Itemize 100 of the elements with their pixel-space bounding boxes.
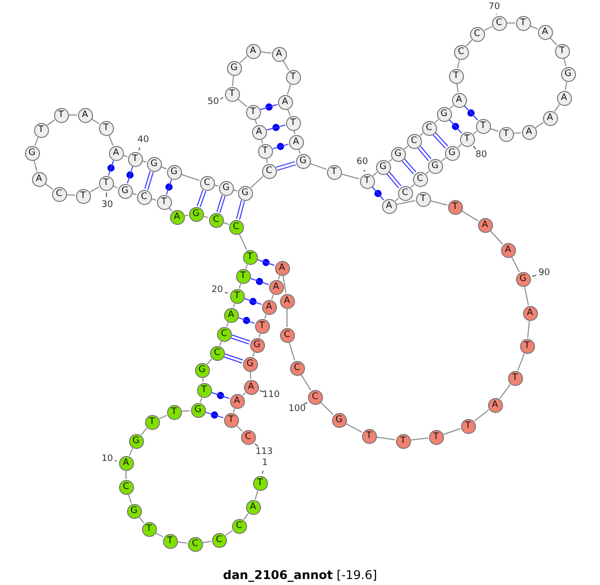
base-pair-bond [144,170,154,190]
nucleotide-circle: C [290,360,304,376]
nucleotide-circle: C [228,220,244,234]
nucleotide-circle: G [444,146,460,160]
nucleotide-circle: T [460,132,474,146]
backbone-line [151,198,157,201]
nucleotide-circle: C [398,186,412,200]
nucleotide-circle: A [522,306,538,320]
base-pair-bond [276,161,296,171]
nucleotide-circle: G [560,66,576,82]
nucleotide-circle: A [246,500,260,514]
nucleotide-circle: T [98,176,114,190]
nucleotide-circle: C [216,326,232,342]
backbone-line [320,402,334,415]
nucleotide-circle: G [188,206,204,222]
backbone-line [457,144,462,148]
backbone-line [282,275,286,294]
nucleotide-circle: T [246,104,260,120]
nucleotide-circle: G [436,106,452,122]
nucleotide-circle: G [238,186,252,200]
base-pair-bond [464,105,478,121]
nucleotide-circle: A [78,108,92,122]
backbone-line [226,322,229,327]
base-pair-bond [126,166,134,184]
index-number: 60 [356,157,368,167]
base-pair-bond [402,158,416,175]
nucleotide-circle: G [190,402,206,418]
backbone-line [258,333,260,338]
nucleotide-circle: T [416,192,430,206]
nucleotide-circle: T [286,116,300,130]
backbone-line [271,294,274,300]
nucleotide-circle: A [272,46,286,62]
base-pair-bond [216,194,226,214]
nucleotide-circle: T [326,164,342,180]
backbone-line [410,184,415,188]
backbone-line [182,410,190,412]
backbone-line [181,174,200,181]
backbone-line [341,174,360,180]
nucleotide-circle: T [166,404,182,420]
backbone-line [254,119,258,125]
nucleotide-circle: T [252,476,268,490]
backbone-line [34,160,38,172]
nucleotide-circle: T [498,126,514,142]
nucleotide-circle: A [452,92,466,108]
backbone-line [530,26,538,30]
nucleotide-circle: C [492,16,506,30]
base-pair-bond [166,179,172,195]
backbone-line [456,83,458,93]
backbone-line [238,98,248,108]
nucleotide-circle: G [390,146,406,162]
backbone-line [184,214,189,216]
backbone-line [396,200,416,205]
nucleotide-circle: C [422,120,436,136]
nucleotide-circle: C [470,26,484,42]
nucleotide-circle: C [308,390,322,404]
backbone-line [514,132,522,134]
nucleotide-circle: G [376,160,390,174]
backbone-line [535,122,544,128]
nucleotide-circle: G [194,362,210,378]
backbone-line [554,104,560,112]
nucleotide-circle: T [230,288,244,304]
backbone-line [410,438,429,440]
nucleotide-circle: T [554,44,570,58]
nucleotide-circle: A [382,198,396,214]
nucleotide-circle: G [128,434,144,448]
nucleotide-circle: C [52,186,66,202]
nucleotide-circle: C [210,346,224,360]
nucleotide-circle: G [226,60,242,76]
nucleotide-circle: A [280,294,294,308]
backbone-line [430,200,448,206]
nucleotide-circle: T [128,152,142,166]
backbone-line [490,128,499,132]
nucleotide-circle: A [274,260,290,276]
backbone-line [138,516,144,524]
nucleotide-circle: G [24,146,40,160]
index-number: 70 [488,2,500,12]
backbone-line [238,234,248,250]
nucleotide-circle: T [258,144,272,158]
nucleotide-circle: A [230,394,244,408]
backbone-line [440,157,446,162]
nucleotide-circle: T [448,68,464,84]
backbone-line [128,494,132,504]
nucleotide-circle: A [500,242,516,258]
base-pair-bond [272,144,289,150]
backbone-line [225,530,233,536]
nucleotide-circle: C [118,480,134,494]
base-pair-bond [224,354,244,364]
backbone-line [238,283,242,289]
nucleotide-circle: T [254,318,270,334]
nucleotide-circle: A [224,308,238,322]
backbone-line [474,409,490,422]
backbone-line [443,428,461,435]
index-number: 100 [288,404,306,414]
backbone-line [68,114,78,116]
backbone-line [490,230,504,245]
backbone-line [202,378,204,382]
backbone-line [394,198,400,202]
base-pair-bond [417,146,432,162]
backbone-line [250,372,252,380]
nucleotide-circle: A [252,124,266,140]
